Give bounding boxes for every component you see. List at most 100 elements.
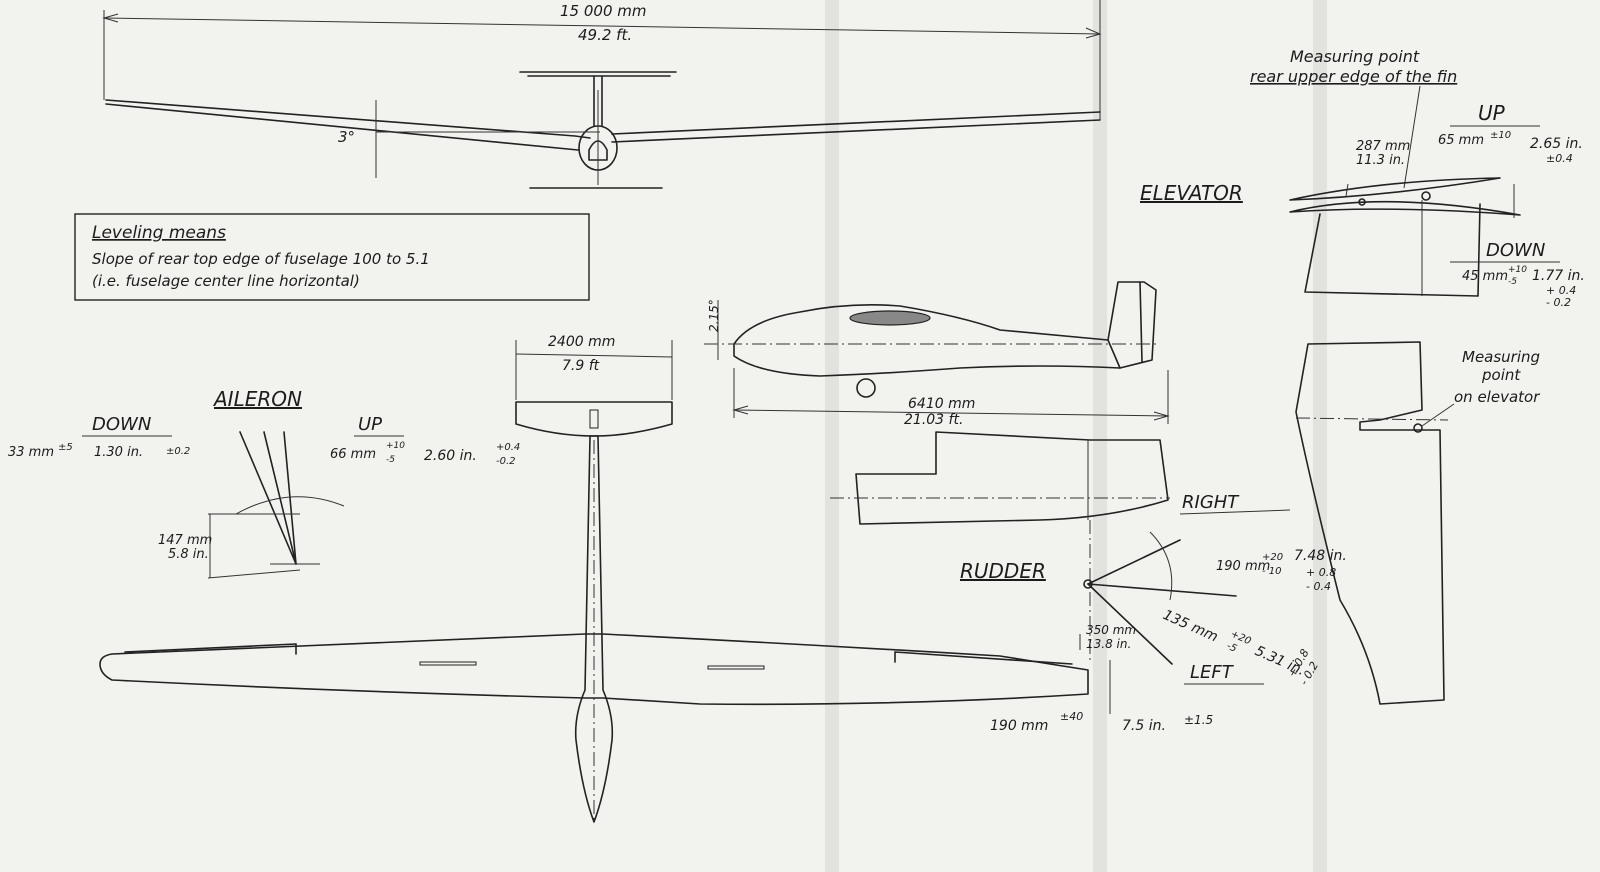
fin-leading-edge — [1107, 339, 1121, 369]
rudder-plan-detail — [830, 431, 1170, 660]
elevator-measuring-point-1: Measuring point — [1290, 47, 1420, 66]
rudder-right-mm-tol-up: +20 — [1262, 552, 1283, 563]
chord-mark — [1345, 183, 1349, 197]
rudder-deflection-right — [1087, 539, 1181, 585]
side-fin-angle: 2.15° — [707, 299, 721, 332]
aileron-up-in-tol-up: +0.4 — [496, 442, 520, 453]
elevator-section-down — [1289, 200, 1521, 216]
aileron-deflection-line — [239, 431, 297, 565]
aileron-down-mm: 33 mm — [8, 445, 54, 460]
elevator-axis — [1295, 417, 1449, 421]
aileron-down-mm-tol: ±5 — [58, 442, 73, 453]
elevator-down-mm-tol-up: +10 — [1508, 265, 1527, 275]
measuring-point-1: Measuring — [1462, 348, 1540, 366]
elevator-up-in-tol: ±0.4 — [1546, 152, 1573, 165]
airbrake-right — [707, 665, 765, 670]
canopy-side — [849, 310, 931, 326]
aileron-down-in-tol: ±0.2 — [166, 446, 190, 457]
elevator-chord-in: 11.3 in. — [1356, 153, 1405, 168]
rudder-right-label: RIGHT — [1182, 492, 1240, 513]
leveling-line-1: Slope of rear top edge of fuselage 100 t… — [92, 250, 430, 268]
aileron-up-in: 2.60 in. — [424, 448, 477, 464]
plan-view: 2400 mm 7.9 ft 190 mm ±40 7.5 in. ±1.5 — [99, 334, 1213, 823]
elevator-hinge — [1358, 198, 1366, 206]
tailplane-plan — [515, 401, 673, 437]
elevator-up-mm: 65 mm — [1438, 133, 1484, 148]
elevator-down-in-tol-down: - 0.2 — [1546, 296, 1571, 309]
rudder-right-in: 7.48 in. — [1294, 548, 1347, 564]
tailplane-span-ft: 7.9 ft — [562, 358, 600, 374]
front-span-mm: 15 000 mm — [560, 2, 646, 20]
dihedral-angle: 3° — [338, 128, 355, 146]
right-wing-lower — [611, 119, 1101, 143]
leveling-box — [74, 213, 590, 301]
tailplane-span-mm: 2400 mm — [548, 334, 615, 350]
rudder-hinge-side — [1139, 281, 1143, 363]
aileron-hinge-right — [894, 651, 1073, 665]
elevator-measuring-point-marker — [1421, 191, 1431, 201]
measuring-point-2: point — [1481, 366, 1521, 384]
aileron-up-in-tol-down: -0.2 — [496, 456, 516, 467]
elevator-section-up — [1289, 177, 1501, 201]
stabilizer-plan-outline — [855, 431, 1169, 525]
right-wing-upper — [611, 111, 1101, 135]
elevator-down-mm-tol-down: -5 — [1508, 277, 1517, 287]
rudder-left-label: LEFT — [1190, 662, 1235, 683]
rudder-left-mm-tol-down: -5 — [1225, 641, 1239, 655]
rudder-chord-mm: 350 mm — [1086, 623, 1136, 637]
aileron-up-mm-tol-down: -5 — [386, 455, 395, 465]
rudder-right-in-tol-down: - 0.4 — [1306, 580, 1331, 593]
elevator-up-mm-tol: ±10 — [1490, 130, 1511, 141]
left-wing-lower — [105, 103, 579, 151]
elevator-down-in-tol-up: + 0.4 — [1546, 284, 1576, 297]
rudder-deflection-neutral — [1087, 583, 1237, 597]
tailplane-dimension-line — [515, 353, 673, 358]
front-view: 15 000 mm 49.2 ft. 3° — [102, 0, 1102, 189]
rudder-right-mm: 190 mm — [1216, 559, 1270, 574]
wing-plan — [99, 633, 1089, 706]
fuselage-plan — [574, 435, 614, 823]
leveling-note: Leveling means Slope of rear top edge of… — [74, 213, 590, 301]
rudder-deflection-left — [1087, 583, 1173, 665]
aileron-up-mm: 66 mm — [330, 447, 376, 462]
elevator-detail: Measuring point rear upper edge of the f… — [1140, 47, 1585, 309]
fin-rudder-side-detail: Measuring point on elevator — [1295, 341, 1540, 705]
aileron-chord-mm: 147 mm — [158, 533, 212, 548]
rudder-left-mm: 135 mm — [1160, 607, 1220, 645]
length-dimension-line — [733, 409, 1169, 417]
elevator-measuring-point-2: rear upper edge of the fin — [1250, 67, 1457, 86]
fin-outline — [1304, 203, 1481, 297]
rudder-right-underline — [1179, 509, 1291, 515]
aileron-chord-line — [207, 569, 301, 579]
aileron-arc — [235, 496, 345, 515]
elevator-chord-mm: 287 mm — [1356, 139, 1410, 154]
elevator-down-label: DOWN — [1486, 240, 1545, 261]
leveling-title: Leveling means — [92, 223, 226, 243]
aileron-chord-in: 5.8 in. — [168, 547, 209, 562]
aileron-up-mm-tol-up: +10 — [386, 441, 405, 451]
side-length-ft: 21.03 ft. — [904, 412, 963, 428]
measuring-point-3: on elevator — [1454, 388, 1540, 406]
elevator-up-label: UP — [1478, 101, 1506, 125]
canopy — [588, 140, 608, 161]
rudder-right-mm-tol-down: - 10 — [1262, 566, 1282, 577]
aileron-label: AILERON — [212, 387, 302, 411]
leveling-line-2: (i.e. fuselage center line horizontal) — [92, 272, 360, 290]
elevator-measuring-point-dot — [1413, 423, 1423, 433]
side-length-mm: 6410 mm — [908, 396, 975, 412]
tail-hinge — [589, 409, 599, 429]
elevator-down-mm: 45 mm — [1462, 269, 1508, 284]
fuselage-side — [733, 281, 1157, 377]
aileron-up-label: UP — [358, 414, 382, 435]
elevator-label: ELEVATOR — [1140, 181, 1243, 205]
left-wing-upper — [105, 99, 591, 139]
span-dimension-line — [103, 17, 1101, 35]
elevator-down-in: 1.77 in. — [1532, 268, 1585, 284]
aileron-hinge-left — [124, 643, 297, 653]
aileron-down-label: DOWN — [92, 414, 151, 435]
rudder-chord-in: 13.8 in. — [1086, 637, 1131, 651]
wingtip-height-in-tol: ±1.5 — [1184, 713, 1213, 727]
aileron-down-in: 1.30 in. — [94, 445, 143, 460]
